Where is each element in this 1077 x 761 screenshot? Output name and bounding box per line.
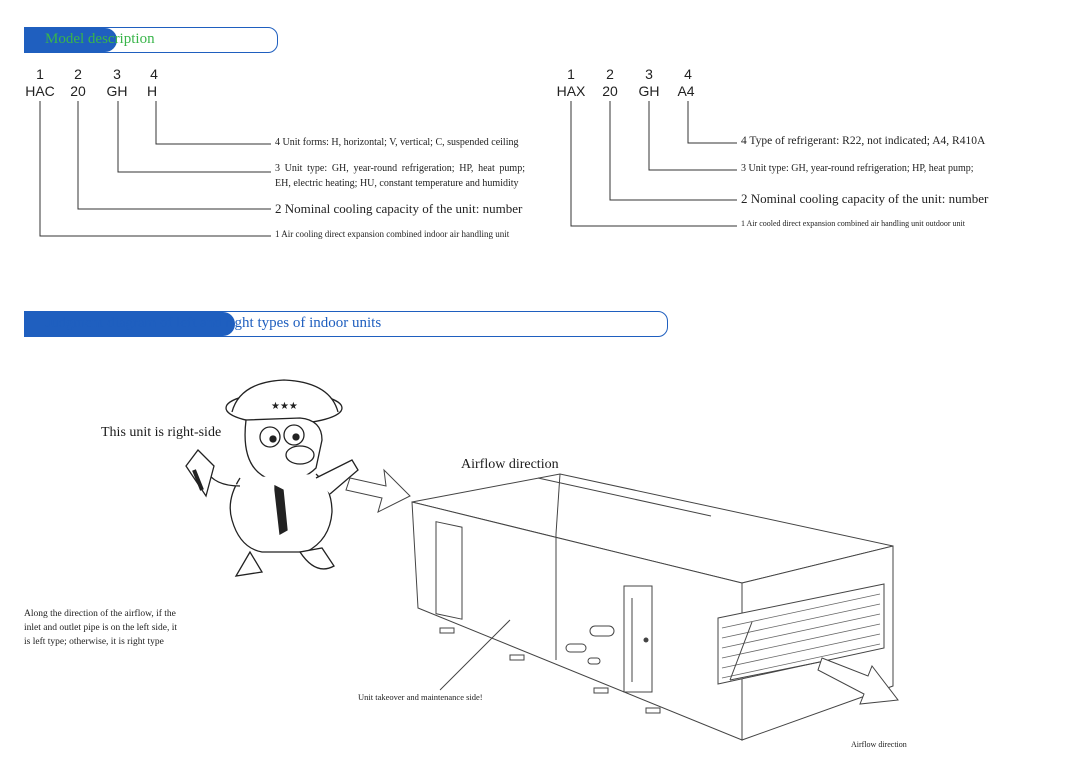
access-door-1 [435,521,463,620]
right-model-number-1: 1 [567,66,575,82]
right-model-desc-1: 1 Air cooled direct expansion combined a… [741,219,965,228]
outlet-arrow [817,657,899,705]
pipe-3 [587,657,601,665]
section-header-accent [25,312,235,336]
right-model-code-4: A4 [677,83,695,99]
right-model-number-3: 3 [645,66,653,82]
ahu-unit [411,473,894,741]
right-model-code-3: GH [638,83,660,99]
left-model-desc-1: 1 Air cooling direct expansion combined … [275,229,510,239]
left-model-code-1: HAC [25,83,55,99]
maintenance-pointer [439,619,511,691]
pointing-arrow [345,468,411,513]
maintenance-side-label: Unit takeover and maintenance side! [358,692,483,702]
air-grille [717,583,885,685]
left-model-number-4: 4 [150,66,158,82]
left-model-desc-3-line1: 3 Unit type: GH, year-round refrigeratio… [275,163,525,174]
left-model-number-1: 1 [36,66,44,82]
tie [274,484,288,536]
left-model-code-2: 20 [70,83,86,99]
rule-note-line-1: Along the direction of the airflow, if t… [24,609,176,619]
left-model-desc-3-line2: EH, electric heating; HU, constant tempe… [275,178,519,189]
airflow-direction-bottom-label: Airflow direction [851,740,907,749]
right-model-code-2: 20 [602,83,618,99]
hat-crown [231,379,339,413]
right-model-desc-3: 3 Unit type: GH, year-round refrigeratio… [741,163,974,174]
left-model-number-2: 2 [74,66,82,82]
section-header-judgment-diagram: Judgment diagram of left and right types… [24,311,668,337]
section-title-model-description: Model description [45,31,155,47]
airflow-direction-top-label: Airflow direction [461,457,559,472]
arm-pointing [315,459,359,495]
rule-note: Along the direction of the airflow, if t… [24,607,177,649]
left-foot [234,550,264,577]
section-header-accent [25,28,117,52]
right-model-code-1: HAX [556,83,586,99]
left-model-desc-2: 2 Nominal cooling capacity of the unit: … [275,201,523,216]
right-foot [298,547,335,570]
right-model-desc-2: 2 Nominal cooling capacity of the unit: … [741,191,989,206]
rule-note-line-2: inlet and outlet pipe is on the left sid… [24,623,178,633]
left-model-desc-4: 4 Unit forms: H, horizontal; V, vertical… [275,137,519,148]
section-title-judgment-diagram: Judgment diagram of left and right types… [45,315,382,331]
left-model-code-4: H [146,83,158,99]
section-header-model-description: Model description [24,27,278,53]
rule-note-line-3: is left type; otherwise, it is right typ… [24,637,164,647]
pipe-2 [565,643,587,653]
nose [285,445,315,465]
right-model-number-4: 4 [684,66,692,82]
left-model-code-3: GH [106,83,128,99]
left-model-number-3: 3 [113,66,121,82]
right-model-number-2: 2 [606,66,614,82]
svg-text:★★★: ★★★ [271,401,298,412]
right-side-label: This unit is right-side [101,425,222,440]
cartoon-figure: ★★★ [185,379,359,577]
right-model-desc-4: 4 Type of refrigerant: R22, not indicate… [741,135,986,147]
pipe-1 [589,625,615,637]
